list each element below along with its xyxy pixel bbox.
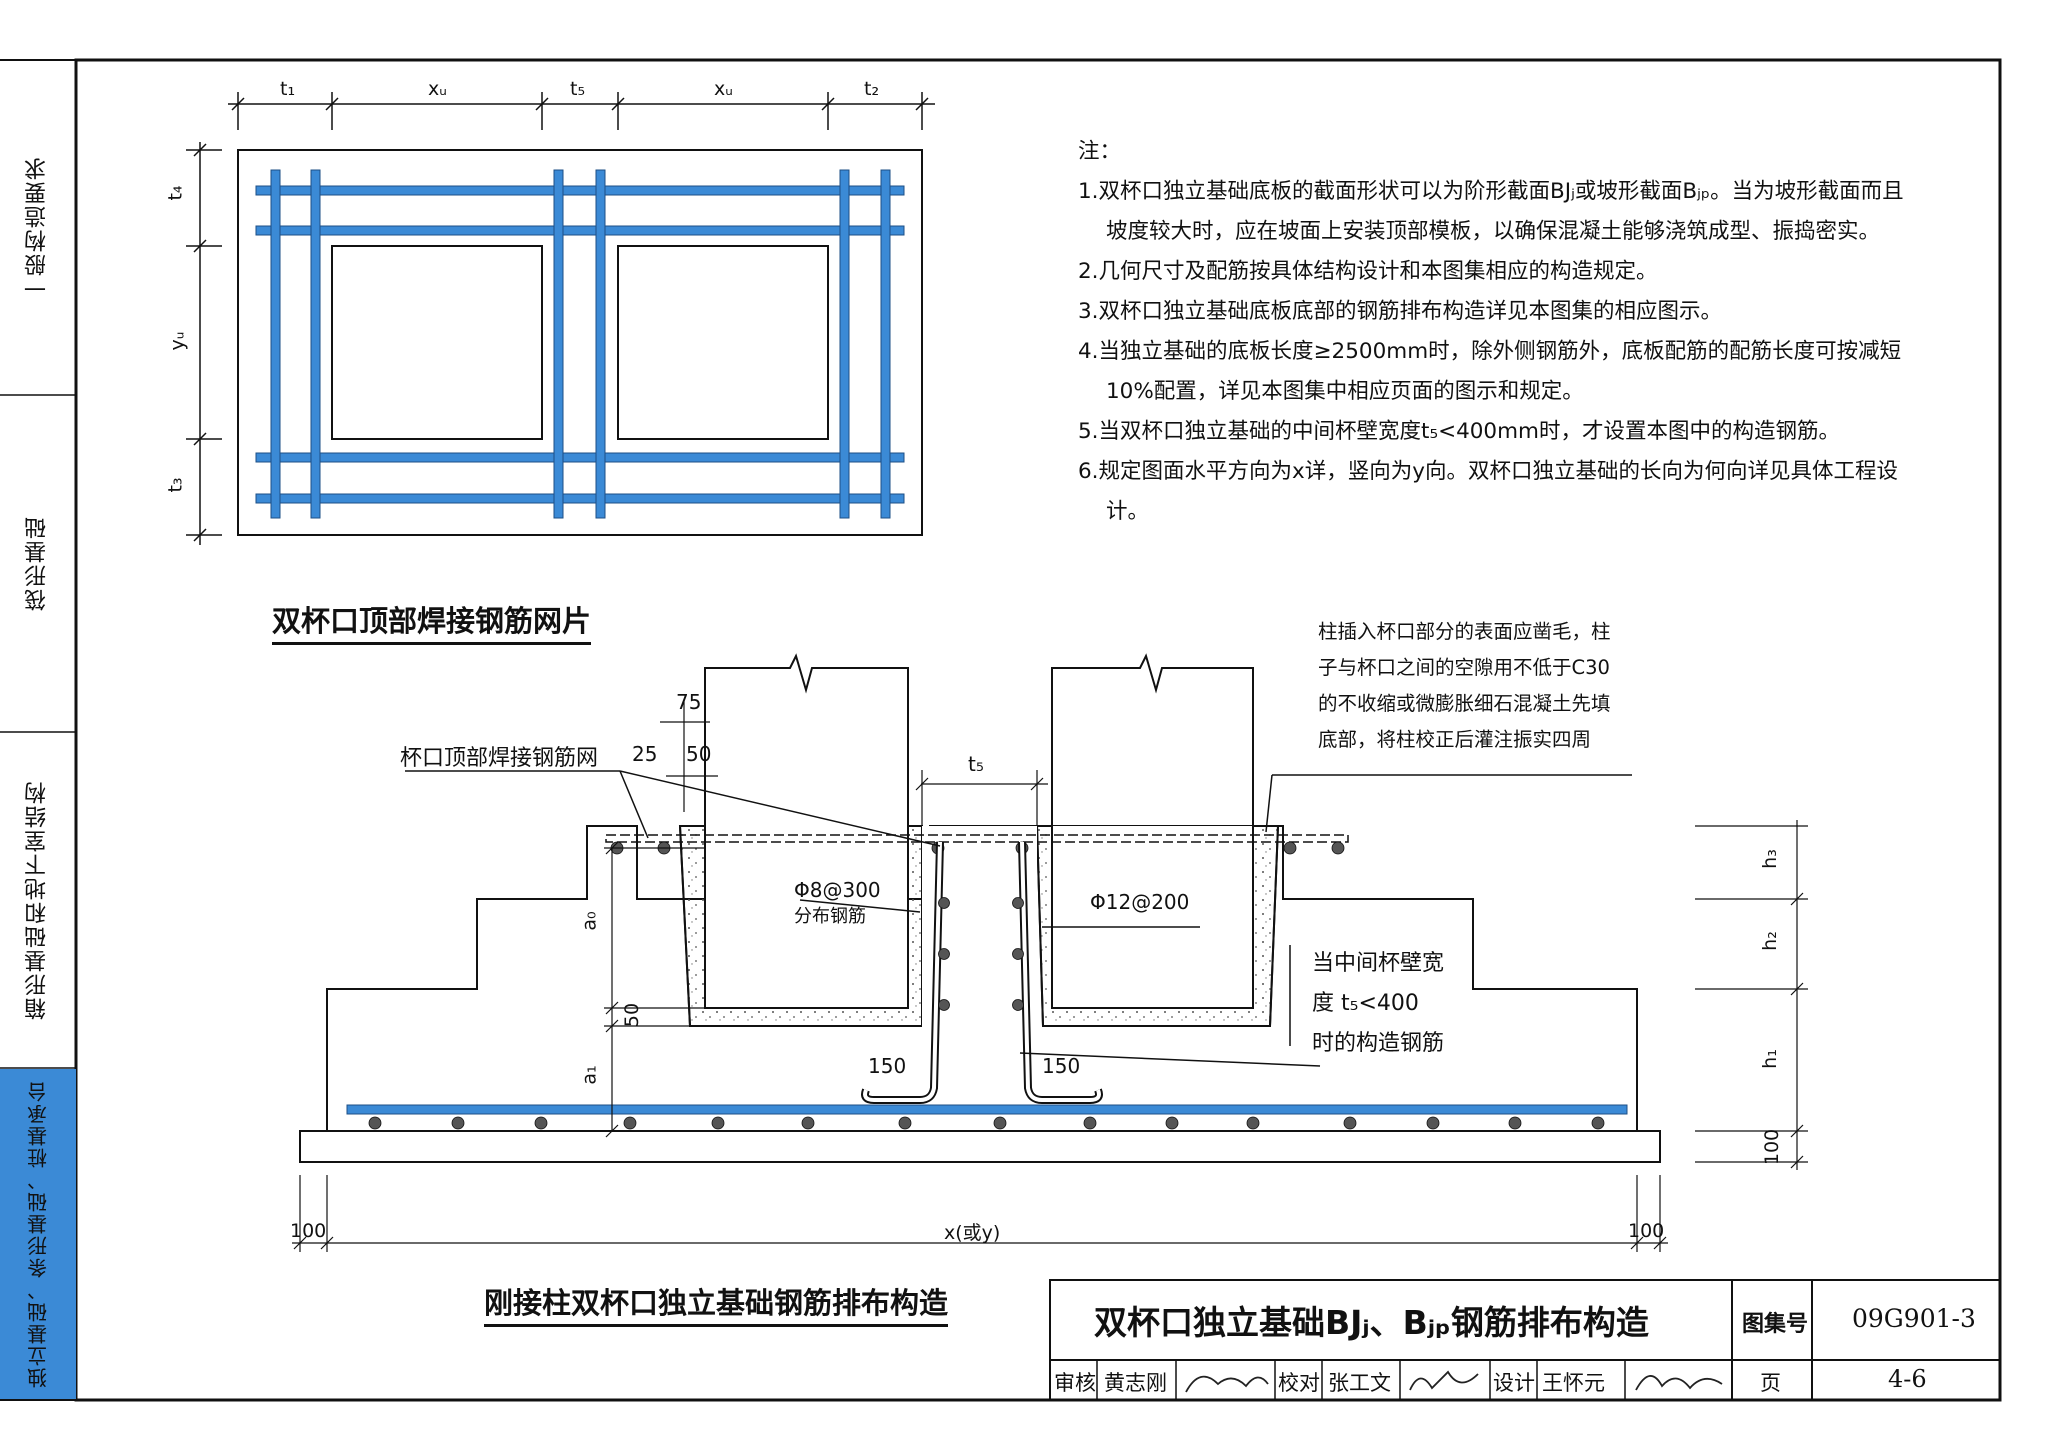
- dim-h3: h₃: [1758, 849, 1781, 869]
- label-bar-main: Φ12@200: [1090, 890, 1190, 914]
- dim-50-top: 50: [686, 742, 712, 766]
- cup-opening-left: [331, 245, 543, 440]
- note-t5-bars: 当中间杯壁宽 度 t₅<400 时的构造钢筋: [1312, 944, 1444, 1064]
- title-main: 双杯口独立基础BJⱼ、Bⱼₚ钢筋排布构造: [1094, 1303, 1649, 1342]
- page-label: 页: [1760, 1371, 1781, 1395]
- check-label: 校对: [1278, 1371, 1320, 1395]
- dim-150-left: 150: [868, 1054, 907, 1078]
- note-column-line-2: 子与杯口之间的空隙用不低于C30: [1318, 656, 1610, 679]
- leaders: [405, 770, 1632, 1067]
- cushion-layer: [299, 1130, 1661, 1163]
- mesh-plan-outline: [237, 149, 923, 536]
- note-3: 3.双杯口独立基础底板底部的钢筋排布构造详见本图集的相应图示。: [1078, 299, 1723, 324]
- review-label: 审核: [1054, 1371, 1096, 1395]
- atlas-number: 09G901-3: [1852, 1304, 1976, 1333]
- cup-left-void: [705, 826, 908, 1008]
- note-column-line-1: 柱插入杯口部分的表面应凿毛，柱: [1318, 620, 1611, 643]
- dim-yu: yᵤ: [166, 331, 189, 351]
- dim-x-or-y: x(或y): [944, 1222, 1001, 1244]
- dim-t1: t₁: [280, 78, 296, 100]
- sheet-frame: [0, 58, 2002, 1402]
- dim-t5-section: t₅: [968, 752, 984, 776]
- label-mesh: 杯口顶部焊接钢筋网: [400, 746, 599, 771]
- designer-name: 王怀元: [1542, 1371, 1605, 1395]
- dim-a1: a₁: [578, 1065, 601, 1085]
- caption-section: 刚接柱双杯口独立基础钢筋排布构造: [484, 1280, 949, 1327]
- dim-150-right: 150: [1042, 1054, 1081, 1078]
- atlas-label: 图集号: [1742, 1312, 1809, 1337]
- dim-25: 25: [632, 742, 658, 766]
- note-column-line-4: 底部，将柱校正后灌注振实四周: [1318, 728, 1592, 751]
- cup-right-void: [1052, 826, 1253, 1008]
- page-number: 4-6: [1888, 1365, 1927, 1393]
- bottom-rebar: [346, 1104, 1628, 1115]
- dim-75: 75: [676, 690, 702, 714]
- dim-t5: t₅: [570, 78, 586, 100]
- footing-section: [292, 653, 1808, 1252]
- side-tab-raft[interactable]: 筏形基础: [25, 515, 50, 612]
- cup-opening-right: [617, 245, 829, 440]
- label-bar-dist-name: 分布钢筋: [794, 906, 866, 927]
- notes-block: 注： 1.双杯口独立基础底板的截面形状可以为阶形截面BJⱼ或坡形截面Bⱼₚ。当为…: [1078, 132, 1908, 532]
- note-2: 2.几何尺寸及配筋按具体结构设计和本图集相应的构造规定。: [1078, 259, 1658, 284]
- checker-name: 张工文: [1328, 1371, 1391, 1395]
- bottom-rebar-dots: [368, 1116, 1605, 1130]
- dim-h2: h₂: [1758, 931, 1781, 951]
- dim-xu-left: xᵤ: [428, 78, 447, 100]
- dim-xu-right: xᵤ: [714, 78, 733, 100]
- dim-h1: h₁: [1758, 1049, 1781, 1069]
- design-label: 设计: [1493, 1371, 1535, 1395]
- plan-dims-v: [186, 142, 222, 545]
- note-6: 6.规定图面水平方向为x详，竖向为y向。双杯口独立基础的长向为何向详见具体工程设…: [1078, 459, 1898, 524]
- dim-a0: a₀: [578, 911, 601, 931]
- note-t5-line-3: 时的构造钢筋: [1312, 1031, 1445, 1056]
- note-1: 1.双杯口独立基础底板的截面形状可以为阶形截面BJⱼ或坡形截面Bⱼₚ。当为坡形截…: [1078, 179, 1904, 244]
- dim-100-right: 100: [1628, 1220, 1665, 1242]
- signatures: [1185, 1370, 1723, 1393]
- side-tab-general[interactable]: 一般构造要求: [25, 156, 50, 300]
- side-tab-isolated[interactable]: 独立基础、条形基础、桩基承台: [0, 1069, 76, 1399]
- caption-top-mesh: 双杯口顶部焊接钢筋网片: [272, 598, 592, 645]
- note-t5-line-2: 度 t₅<400: [1312, 991, 1419, 1016]
- dim-100-vertical: 100: [1761, 1128, 1784, 1166]
- dim-t3: t₃: [164, 477, 187, 493]
- dim-100-left: 100: [290, 1220, 327, 1242]
- notes-heading: 注：: [1078, 139, 1122, 164]
- reviewer-name: 黄志刚: [1104, 1371, 1167, 1395]
- dim-t2: t₂: [864, 78, 880, 100]
- dim-50-low: 50: [621, 1002, 644, 1028]
- mesh-plan: [186, 92, 935, 545]
- dim-t4: t₄: [164, 185, 187, 201]
- note-4: 4.当独立基础的底板长度≥2500mm时，除外侧钢筋外，底板配筋的配筋长度可按减…: [1078, 339, 1902, 404]
- plan-dims-h: [228, 92, 935, 130]
- title-block: [1049, 1279, 2001, 1401]
- top-mesh-bar: [605, 834, 1349, 843]
- ts-dist-dots: [938, 897, 1024, 1011]
- note-column-line-3: 的不收缩或微膨胀细石混凝土先填: [1318, 692, 1611, 715]
- columns: [704, 653, 1254, 1008]
- label-bar-dist: Φ8@300: [794, 878, 881, 902]
- side-tab-box[interactable]: 箱形基础和地下室结构: [25, 780, 50, 1020]
- note-5: 5.当双杯口独立基础的中间杯壁宽度t₅<400mm时，才设置本图中的构造钢筋。: [1078, 419, 1841, 444]
- note-column-surface: 柱插入杯口部分的表面应凿毛，柱 子与杯口之间的空隙用不低于C30 的不收缩或微膨…: [1318, 614, 1611, 758]
- mesh-bars: [255, 169, 905, 519]
- note-t5-line-1: 当中间杯壁宽: [1312, 951, 1445, 976]
